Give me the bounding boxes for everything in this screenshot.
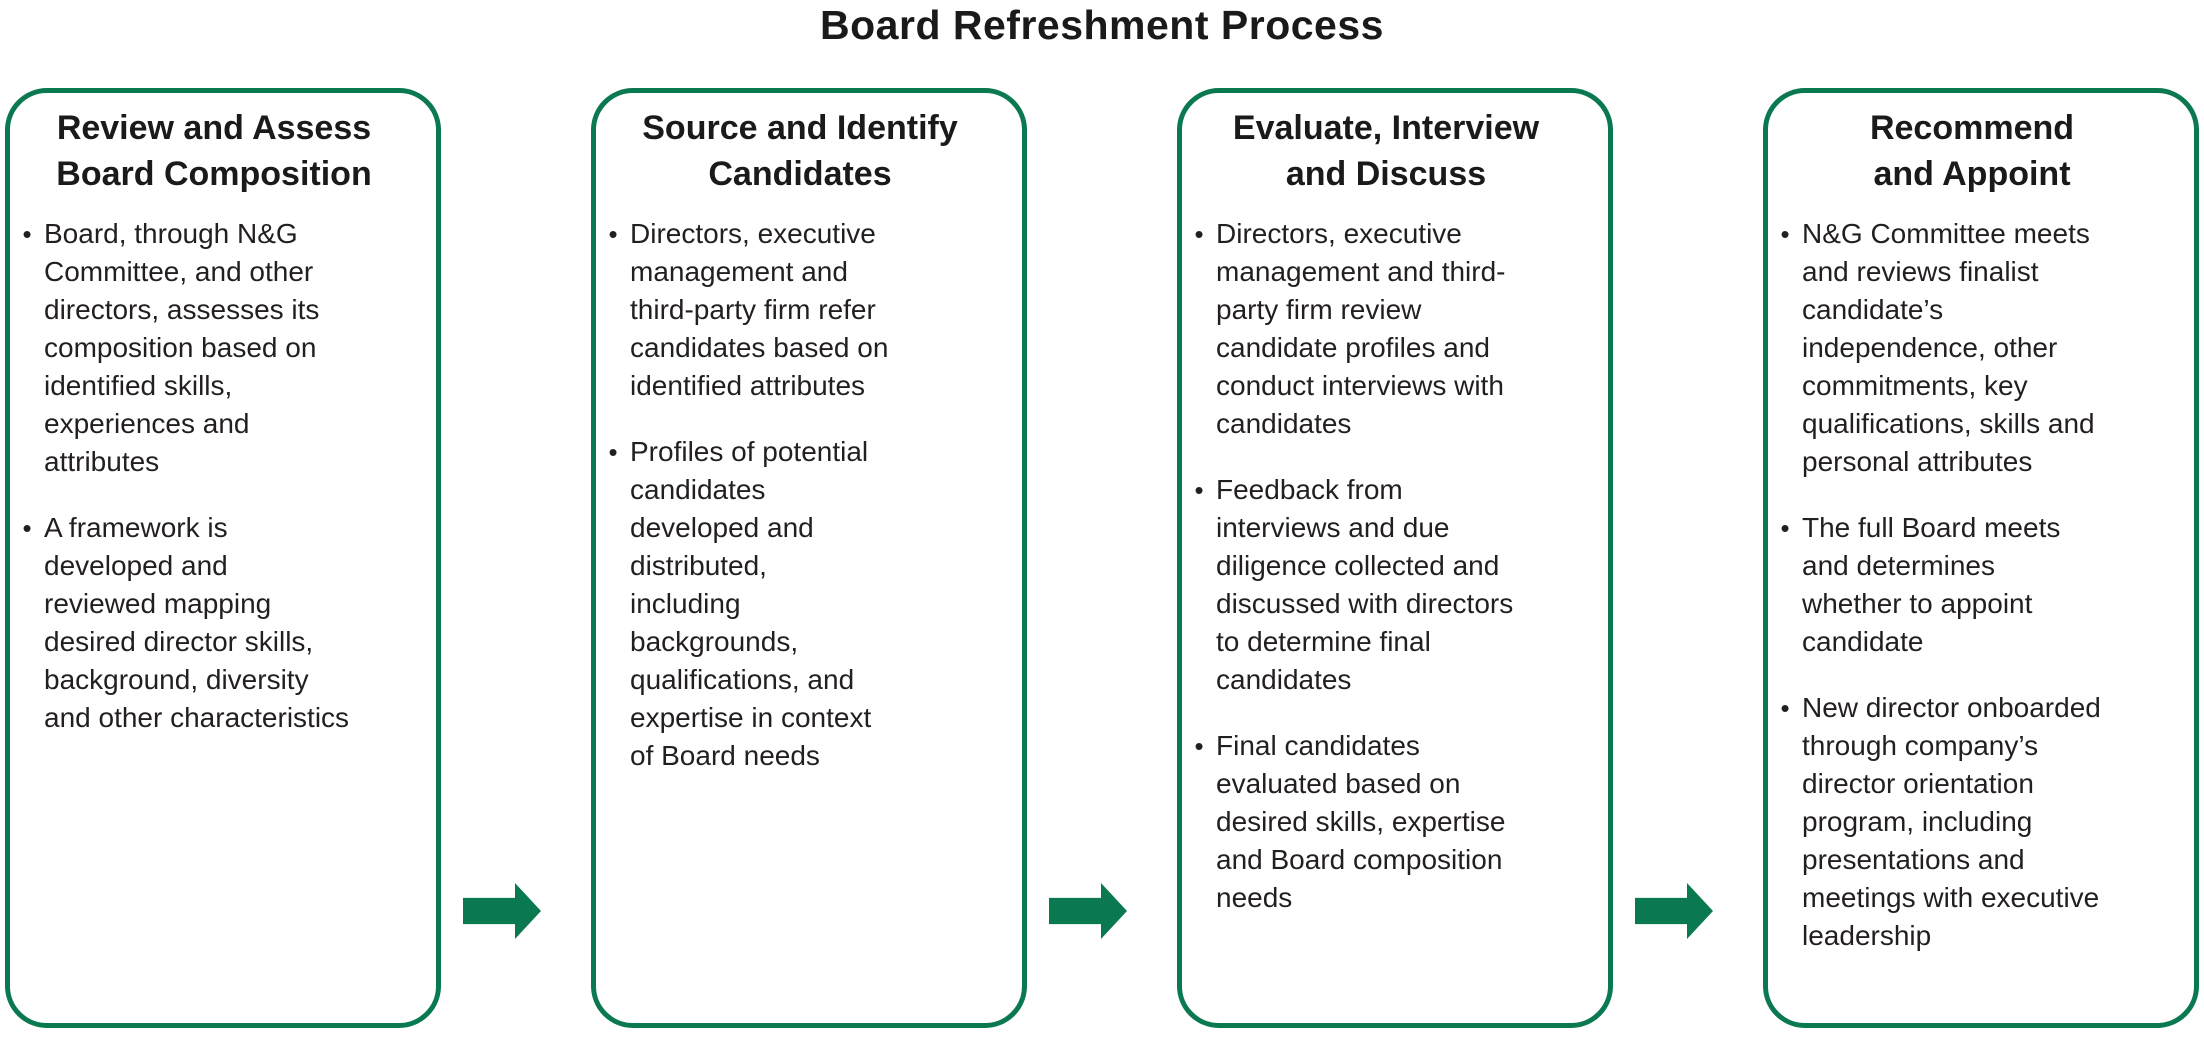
step-heading: Recommend and Appoint xyxy=(1869,109,2075,193)
arrow-gap-3 xyxy=(1633,88,1713,1028)
bullet-icon: • xyxy=(1194,731,1204,761)
list-item: • New director onboarded through company… xyxy=(1768,689,2176,955)
bullet-text: Profiles of potential candidates develop… xyxy=(630,436,872,771)
bullet-icon: • xyxy=(1194,475,1204,505)
step-heading: Evaluate, Interview and Discuss xyxy=(1232,109,1540,193)
bullet-text: Directors, executive management and thir… xyxy=(630,218,889,401)
bullet-text: Feedback from interviews and due diligen… xyxy=(1216,474,1514,695)
bullet-list: • Directors, executive management and th… xyxy=(596,215,1004,775)
process-row: Review and Assess Board Composition • Bo… xyxy=(5,88,2199,1028)
bullet-text: A framework is developed and reviewed ma… xyxy=(44,512,350,733)
bullet-list: • N&G Committee meets and reviews finali… xyxy=(1768,215,2176,955)
bullet-icon: • xyxy=(1194,219,1204,249)
bullet-icon: • xyxy=(1780,219,1790,249)
step-box-review-assess: Review and Assess Board Composition • Bo… xyxy=(5,88,441,1028)
bullet-text: Final candidates evaluated based on desi… xyxy=(1216,730,1506,913)
list-item: • Final candidates evaluated based on de… xyxy=(1182,727,1590,917)
right-arrow-icon xyxy=(1633,871,1713,951)
bullet-icon: • xyxy=(22,513,32,543)
arrow-gap-2 xyxy=(1047,88,1127,1028)
step-box-recommend-appoint: Recommend and Appoint • N&G Committee me… xyxy=(1763,88,2199,1028)
list-item: • The full Board meets and determines wh… xyxy=(1768,509,2176,661)
step-heading: Source and Identify Candidates xyxy=(642,109,958,193)
list-item: • N&G Committee meets and reviews finali… xyxy=(1768,215,2176,481)
step-heading: Review and Assess Board Composition xyxy=(56,109,372,193)
right-arrow-icon xyxy=(1047,871,1127,951)
list-item: • A framework is developed and reviewed … xyxy=(10,509,418,737)
list-item: • Board, through N&G Committee, and othe… xyxy=(10,215,418,481)
bullet-text: Board, through N&G Committee, and other … xyxy=(44,218,320,477)
list-item: • Feedback from interviews and due dilig… xyxy=(1182,471,1590,699)
bullet-icon: • xyxy=(608,437,618,467)
bullet-icon: • xyxy=(1780,693,1790,723)
arrow-gap-1 xyxy=(461,88,541,1028)
list-item: • Directors, executive management and th… xyxy=(596,215,1004,405)
bullet-text: The full Board meets and determines whet… xyxy=(1802,512,2061,657)
bullet-icon: • xyxy=(1780,513,1790,543)
list-item: • Profiles of potential candidates devel… xyxy=(596,433,1004,775)
step-box-source-identify: Source and Identify Candidates • Directo… xyxy=(591,88,1027,1028)
bullet-icon: • xyxy=(608,219,618,249)
bullet-list: • Directors, executive management and th… xyxy=(1182,215,1590,917)
step-box-evaluate-interview: Evaluate, Interview and Discuss • Direct… xyxy=(1177,88,1613,1028)
bullet-list: • Board, through N&G Committee, and othe… xyxy=(10,215,418,737)
page-title: Board Refreshment Process xyxy=(820,2,1384,48)
bullet-text: N&G Committee meets and reviews finalist… xyxy=(1802,218,2095,477)
right-arrow-icon xyxy=(461,871,541,951)
bullet-text: Directors, executive management and thir… xyxy=(1216,218,1506,439)
list-item: • Directors, executive management and th… xyxy=(1182,215,1590,443)
bullet-text: New director onboarded through company’s… xyxy=(1802,692,2101,951)
bullet-icon: • xyxy=(22,219,32,249)
